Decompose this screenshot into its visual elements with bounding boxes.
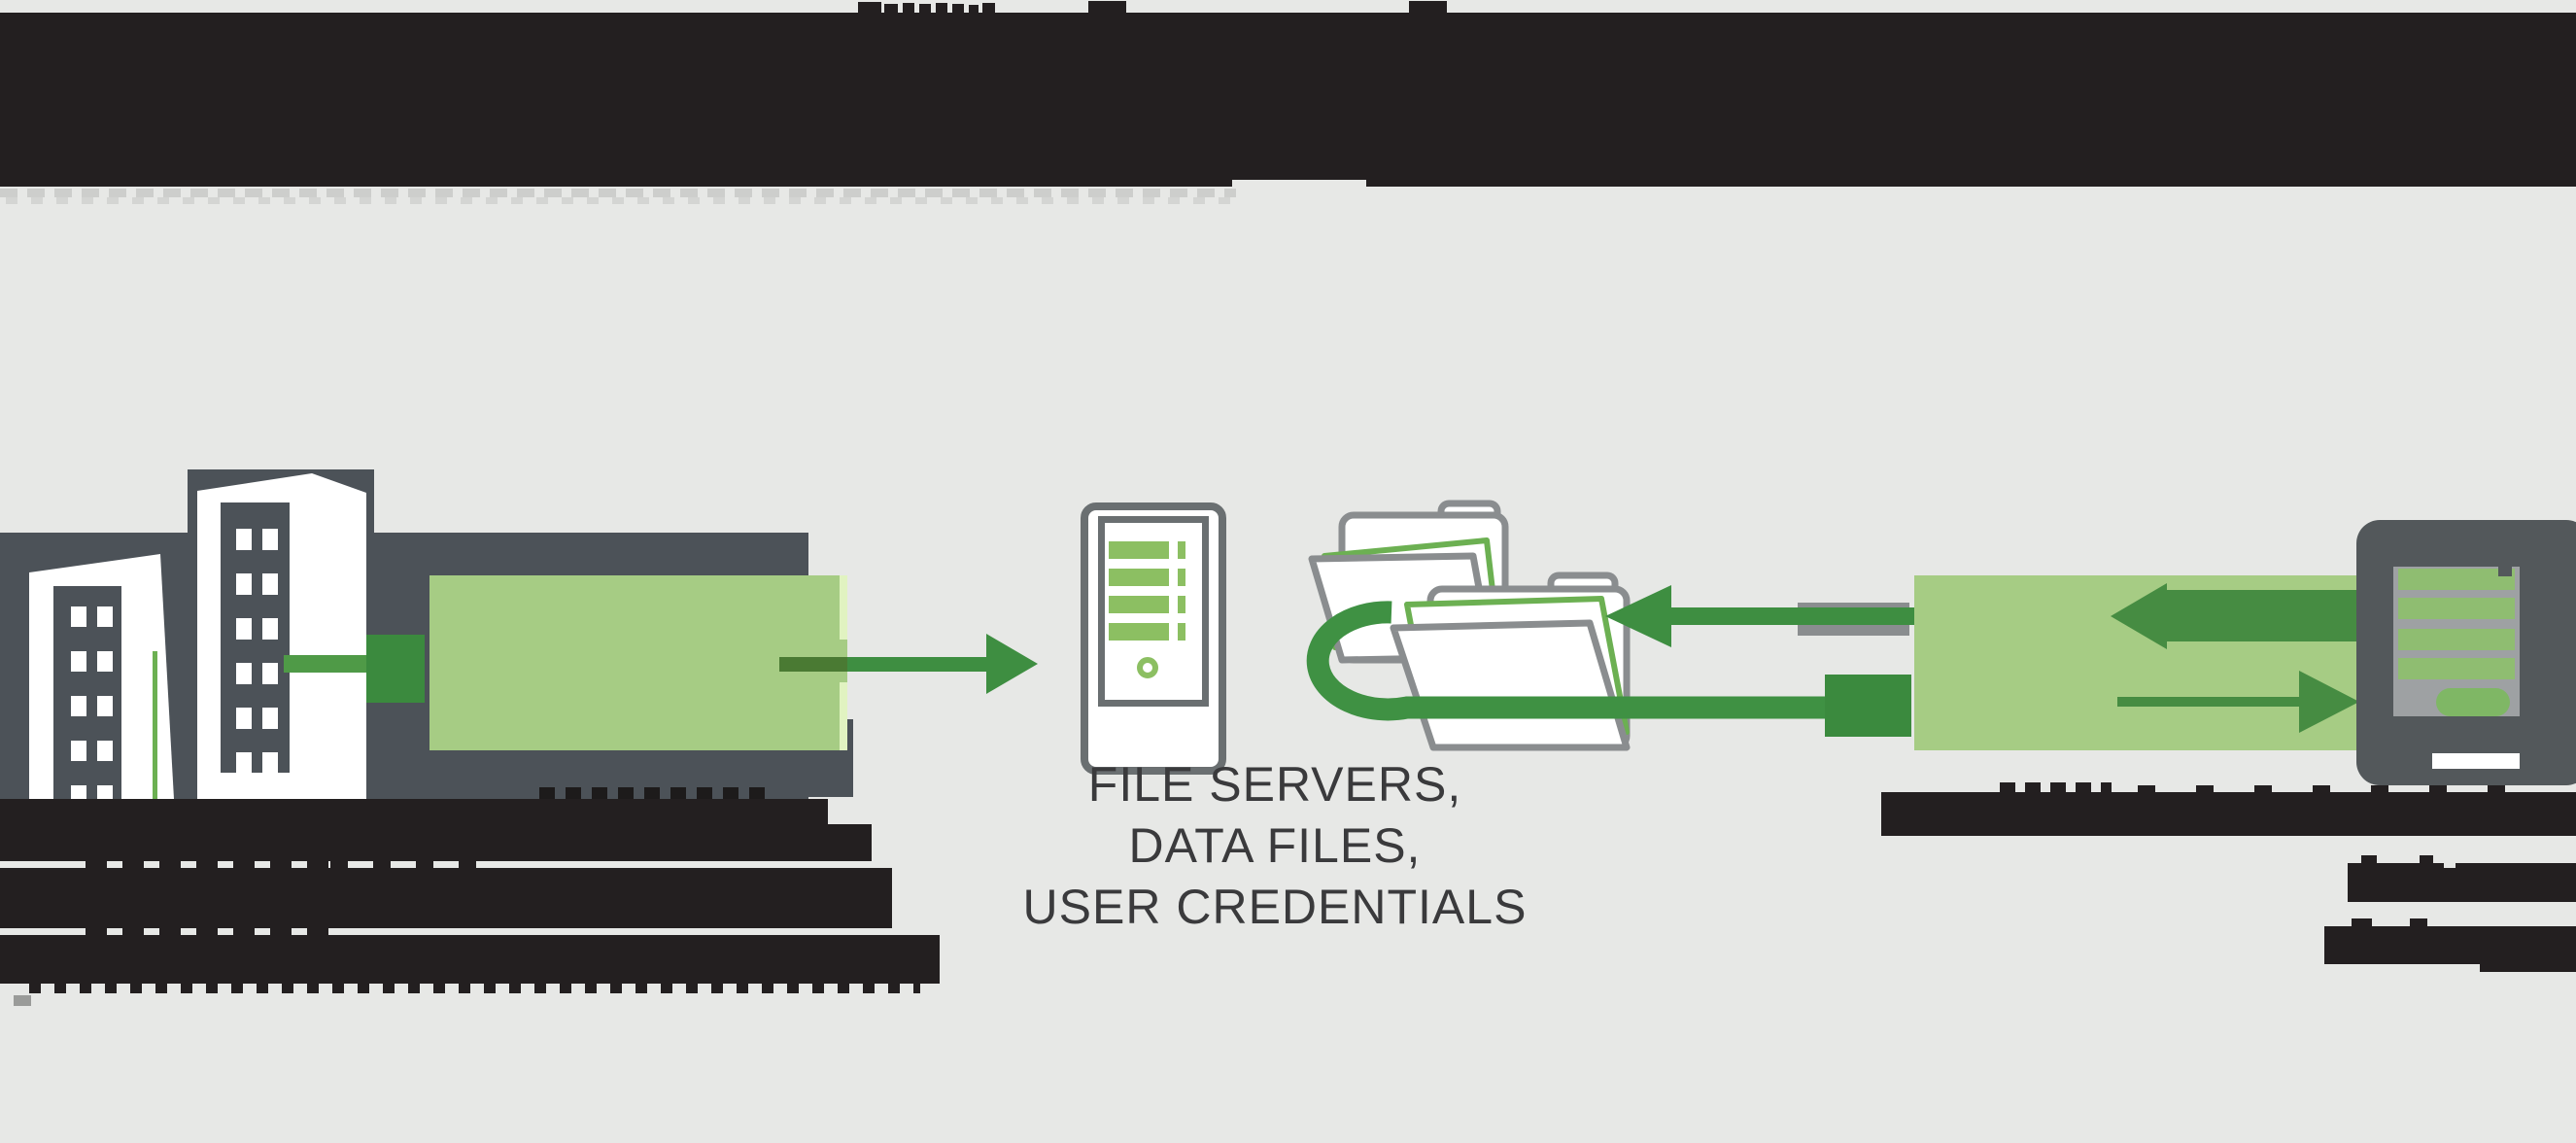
left-caption-redaction-2 <box>0 868 892 928</box>
left-caption-fragments-1b <box>330 861 486 868</box>
drive-bar-nick <box>2498 567 2512 576</box>
tall-building-windows <box>236 529 278 773</box>
server-drive-led <box>1178 596 1185 613</box>
right-label-redaction-bar <box>1881 792 2576 836</box>
caption-fragment <box>2361 855 2377 863</box>
server-drive-bar <box>1109 596 1169 613</box>
attacker-caption-redaction-1 <box>2348 863 2576 902</box>
attacker-label-remnant <box>2432 753 2520 769</box>
exfiltration-loop-arrow-icon <box>1306 601 1825 721</box>
attacker-drive-bar <box>2398 629 2515 650</box>
inbox-arrow-right-head-icon <box>2299 671 2359 733</box>
attacker-caption-notch <box>2444 863 2456 868</box>
left-flow-line <box>284 655 366 673</box>
caption-fragment <box>2352 918 2372 926</box>
remote-attacker-server-icon <box>2356 520 2576 785</box>
left-caption-redaction-1b <box>828 824 872 861</box>
attacker-drive-bar <box>2398 658 2515 679</box>
caption-line-2: DATA FILES, <box>1128 818 1422 873</box>
left-caption-bottom-ticks <box>29 984 920 993</box>
server-drive-bar <box>1109 623 1169 641</box>
arrow-to-server-shaft <box>847 657 986 672</box>
right-label-fragments <box>2000 782 2112 792</box>
tall-building-facade <box>221 502 290 773</box>
left-caption-fragments-1 <box>86 859 328 868</box>
redacted-subtitle-remnant <box>0 189 1236 197</box>
left-arrow-inside-box <box>779 657 847 672</box>
left-box-edge-highlight <box>840 575 847 640</box>
folder-front-icon <box>1390 572 1631 751</box>
arrow-to-folders-shaft <box>1671 607 1914 625</box>
left-box-edge-highlight-2 <box>840 682 847 750</box>
server-drive-led <box>1178 623 1185 641</box>
center-caption: FILE SERVERS, DATA FILES, USER CREDENTIA… <box>964 754 1586 938</box>
left-green-redaction-box <box>429 575 847 750</box>
office-buildings-icon <box>29 473 366 816</box>
short-building-windows <box>71 606 113 799</box>
folders-and-arrows <box>1306 500 1914 751</box>
server-drive-bar <box>1109 541 1169 559</box>
right-flow-node-redacted <box>1825 675 1911 737</box>
file-server-icon <box>1081 502 1226 775</box>
building-green-accent-line <box>153 651 157 799</box>
arrow-to-server-head-icon <box>986 634 1038 694</box>
left-caption-redaction-1 <box>0 799 828 861</box>
attacker-caption-redaction-2 <box>2324 926 2576 964</box>
title-redaction-bar <box>0 13 2576 187</box>
redacted-subtitle-remnant-2 <box>6 197 1234 204</box>
server-power-button-icon <box>1137 657 1158 678</box>
left-caption-fragments-2 <box>86 926 328 935</box>
caption-fragment <box>2420 855 2433 863</box>
left-caption-redaction-3 <box>0 935 940 984</box>
file-server-screen <box>1098 516 1209 707</box>
inbox-arrow-left-head-icon <box>2111 583 2167 649</box>
attacker-drive-bar <box>2398 598 2515 619</box>
caption-fragment <box>2410 918 2427 926</box>
band-bottom-notch <box>1232 180 1366 187</box>
server-drive-led <box>1178 569 1185 586</box>
caption-line-3: USER CREDENTIALS <box>1022 880 1528 934</box>
faint-fragment <box>14 995 31 1006</box>
attacker-power-pill <box>2436 688 2510 716</box>
attacker-drive-bar <box>2398 569 2515 590</box>
server-drive-bar <box>1109 569 1169 586</box>
redacted-left-node-label-fragments <box>539 787 773 799</box>
inbox-arrow-right-shaft <box>2117 697 2299 707</box>
arrow-to-folders-head-icon <box>1605 585 1671 647</box>
left-flow-node-redacted <box>366 635 425 703</box>
right-label-fragments-2 <box>2138 785 2546 792</box>
attacker-caption-tongue <box>2480 964 2576 972</box>
caption-line-1: FILE SERVERS, <box>1087 757 1462 812</box>
server-drive-led <box>1178 541 1185 559</box>
inbox-arrow-left-shaft <box>2167 590 2356 641</box>
